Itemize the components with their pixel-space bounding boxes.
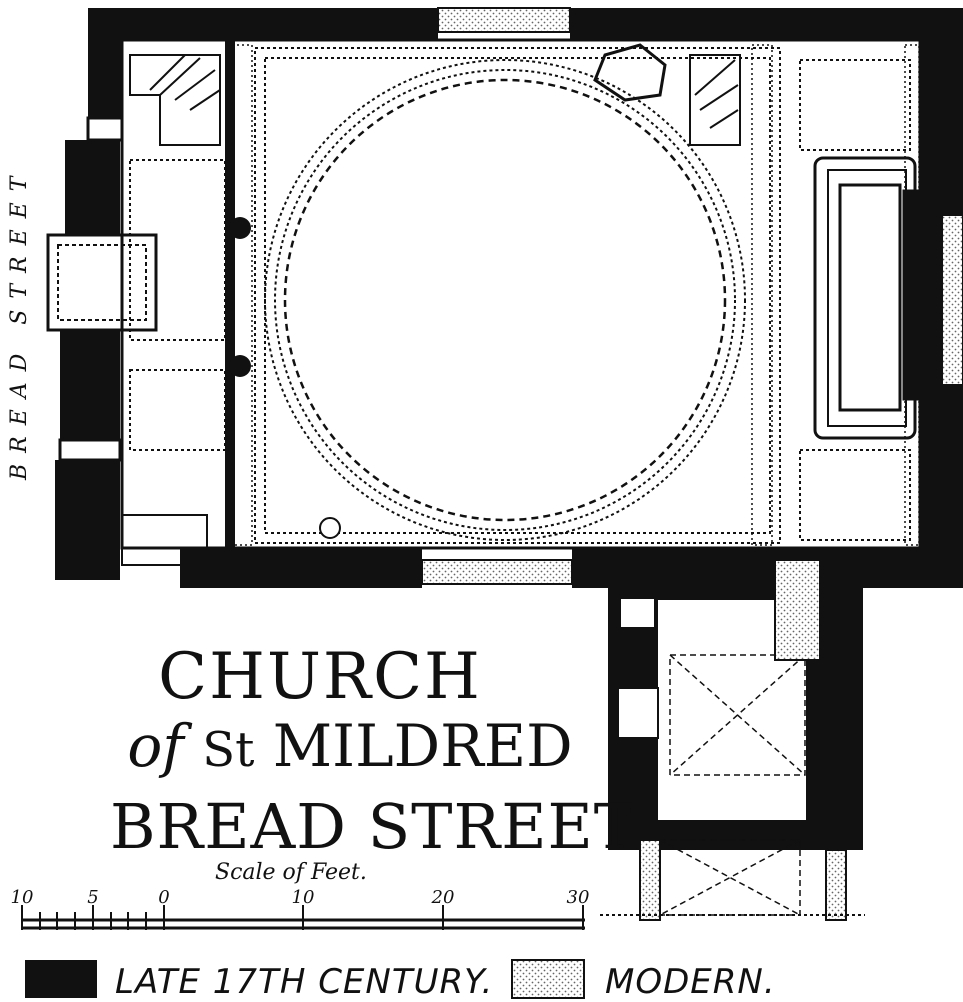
- main-walls: [55, 8, 963, 588]
- scale-tick-10-left: 10: [11, 887, 34, 908]
- street-label-text: BREAD STREET: [7, 166, 32, 481]
- legend-modern-label: MODERN.: [605, 962, 776, 1002]
- scale-tick-30: 30: [567, 887, 590, 908]
- title-line2: of St MILDRED: [70, 712, 630, 780]
- legend-late-label: LATE 17TH CENTURY.: [115, 962, 494, 1002]
- scale-tick-labels: 10 5 0 10 20 30: [11, 887, 590, 908]
- scale-tick-5: 5: [87, 887, 98, 908]
- west-entrance: [46, 233, 208, 566]
- scale-tick-0: 0: [158, 887, 169, 908]
- dome: [264, 59, 746, 541]
- legend-swatch-late: [25, 960, 97, 998]
- scale-tick-20: 20: [431, 887, 455, 908]
- legend-swatch-modern: [511, 959, 585, 999]
- pilaster-strips: [231, 44, 920, 546]
- altar: [813, 156, 921, 440]
- legend-swatches: [25, 959, 585, 999]
- scale-bar: [21, 905, 585, 930]
- title-st: St: [202, 722, 255, 778]
- title-bread-street: BREAD STREET: [110, 790, 637, 863]
- interior-outline: [120, 38, 922, 550]
- street-label: BREAD STREET: [0, 84, 40, 484]
- title-of: of: [127, 712, 184, 780]
- tower: [600, 559, 865, 921]
- columns: [229, 217, 341, 539]
- title-church: CHURCH: [158, 640, 482, 714]
- modern-infill: [421, 7, 963, 585]
- scale-tick-10: 10: [292, 887, 315, 908]
- scale-label: Scale of Feet.: [215, 860, 367, 885]
- title-mildred: MILDRED: [272, 712, 573, 780]
- stairs: [129, 43, 741, 146]
